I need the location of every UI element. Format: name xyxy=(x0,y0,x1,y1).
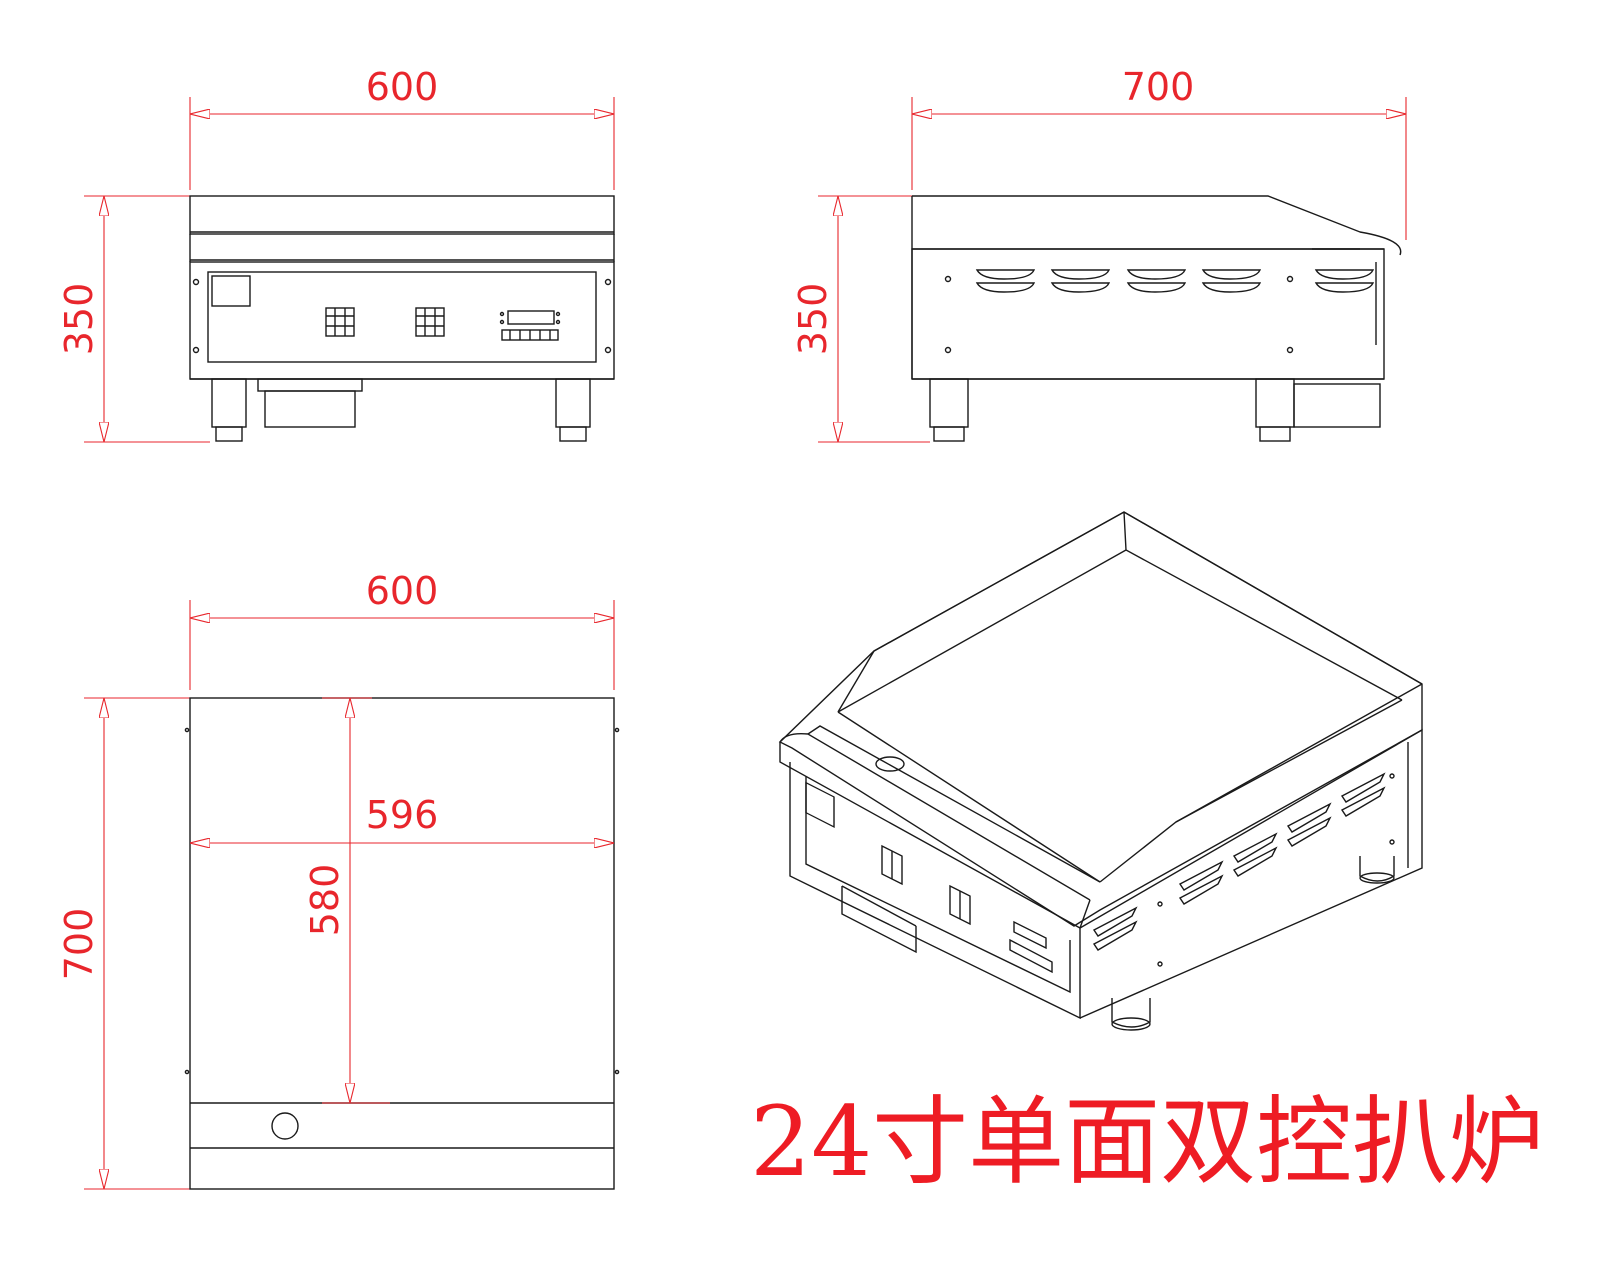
side-foot-rear xyxy=(1255,378,1295,442)
iso-controller-left xyxy=(881,844,903,886)
side-height-dimension: 350 xyxy=(791,195,930,443)
front-width-dimension: 600 xyxy=(189,65,615,190)
controller-left xyxy=(325,307,355,337)
side-height-label: 350 xyxy=(791,283,835,356)
front-width-label: 600 xyxy=(366,65,439,109)
top-depth-label: 700 xyxy=(57,908,101,981)
iso-foot-rear xyxy=(1359,856,1395,884)
inner-width-label: 596 xyxy=(366,793,439,837)
top-width-label: 600 xyxy=(366,569,439,613)
grease-drawer xyxy=(257,378,363,392)
side-grease-drawer xyxy=(1293,383,1381,428)
inner-width-dimension: 596 xyxy=(190,793,614,843)
isometric-view xyxy=(778,511,1423,1031)
drain-hole xyxy=(271,1112,299,1140)
panel-label-plate xyxy=(211,275,251,307)
foot-left xyxy=(211,378,247,442)
foot-right xyxy=(555,378,591,442)
side-foot-front xyxy=(929,378,969,442)
side-view: 700 350 xyxy=(791,65,1407,443)
drawing-title: 24寸单面双控扒炉 xyxy=(750,1086,1544,1198)
iso-controller-right xyxy=(949,884,971,926)
top-view: 600 700 596 580 xyxy=(57,569,620,1190)
iso-louvers xyxy=(1092,772,1386,951)
front-view: 600 350 xyxy=(57,65,615,443)
timer-display xyxy=(499,310,561,341)
inner-depth-dimension: 580 xyxy=(303,697,390,1104)
controller-right xyxy=(415,307,445,337)
iso-foot-front xyxy=(1111,998,1151,1031)
side-width-label: 700 xyxy=(1122,65,1195,109)
top-depth-dimension: 700 xyxy=(57,697,190,1190)
inner-depth-label: 580 xyxy=(303,864,347,937)
side-width-dimension: 700 xyxy=(911,65,1407,240)
side-louvers xyxy=(975,269,1375,293)
top-width-dimension: 600 xyxy=(189,569,615,690)
iso-timer xyxy=(1009,920,1053,974)
front-height-dimension: 350 xyxy=(57,195,210,443)
front-height-label: 350 xyxy=(57,283,101,356)
control-panel xyxy=(207,271,597,363)
iso-drain-hole xyxy=(875,756,905,772)
